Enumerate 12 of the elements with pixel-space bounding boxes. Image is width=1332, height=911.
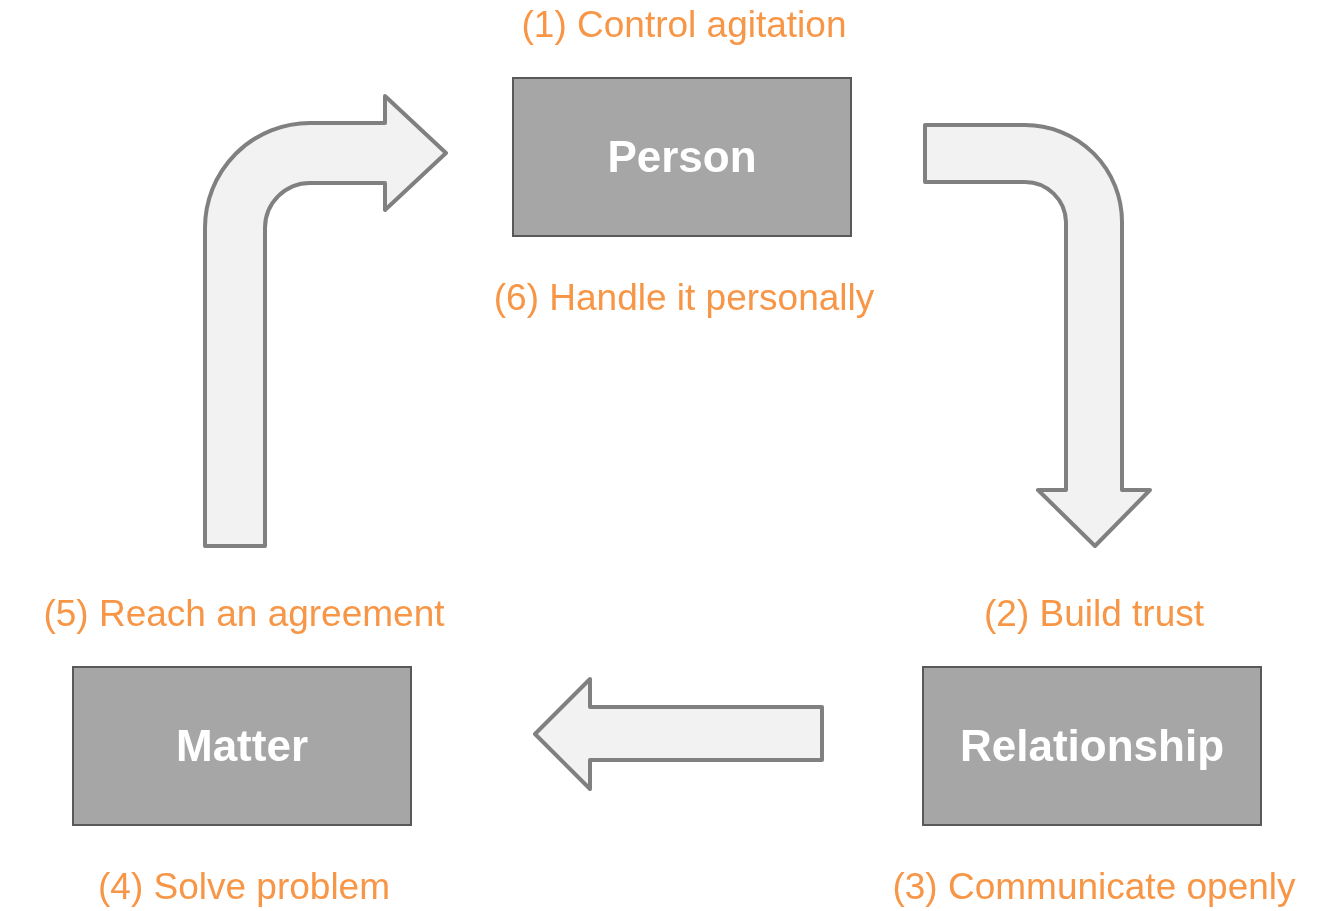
block-arrow [203, 94, 448, 548]
step-label: (3) Communicate openly [892, 865, 1296, 909]
step-label: (5) Reach an agreement [43, 592, 445, 636]
step-label: (4) Solve problem [98, 865, 390, 909]
block-arrow [923, 123, 1152, 548]
box-label: Matter [176, 721, 308, 771]
step-label: (1) Control agitation [521, 3, 847, 47]
step-label: (2) Build trust [984, 592, 1204, 636]
box-label: Person [607, 132, 757, 182]
step-label: (6) Handle it personally [493, 276, 875, 320]
box-label: Relationship [960, 721, 1224, 771]
block-arrow [533, 677, 824, 791]
